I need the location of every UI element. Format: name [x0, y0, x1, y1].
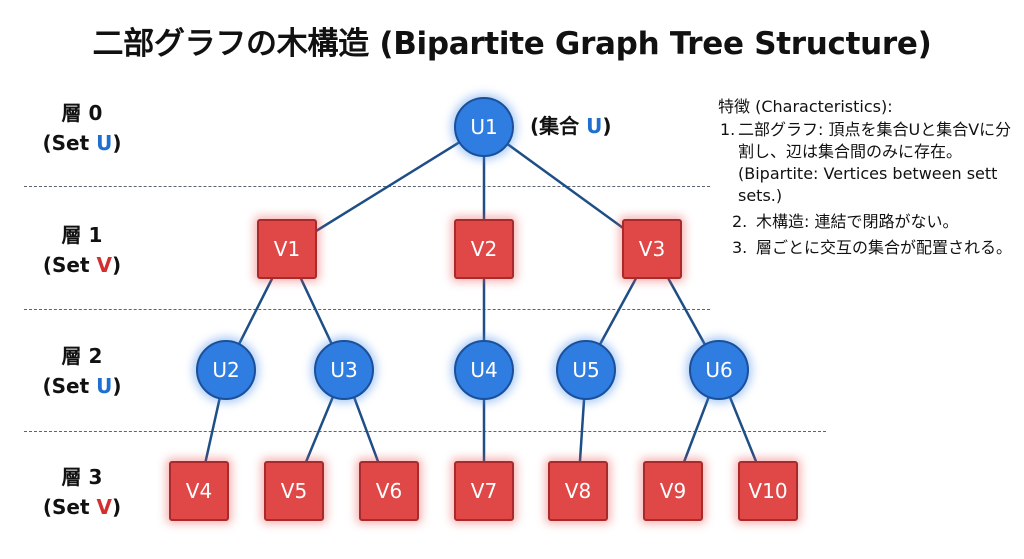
node-u4: U4 — [454, 340, 514, 400]
characteristics-heading: 特徴 (Characteristics): — [718, 97, 893, 116]
characteristics-list: 1. 二部グラフ: 頂点を集合Uと集合Vに分割し、辺は集合間のみに存在。(Bip… — [718, 119, 1018, 259]
node-u3: U3 — [314, 340, 374, 400]
node-v7: V7 — [454, 461, 514, 521]
node-u6: U6 — [689, 340, 749, 400]
characteristic-item: 2. 木構造: 連結で閉路がない。 — [718, 211, 1018, 233]
edge-u1-v1 — [285, 125, 486, 251]
layer-label-1: 層 1 (Set V) — [22, 220, 142, 280]
characteristic-text: 二部グラフ: 頂点を集合Uと集合Vに分割し、辺は集合間のみに存在。(Bipart… — [738, 120, 1012, 205]
layer-label-0: 層 0 (Set U) — [22, 98, 142, 158]
node-v6: V6 — [359, 461, 419, 521]
node-v2: V2 — [454, 219, 514, 279]
node-v8: V8 — [548, 461, 608, 521]
layer-divider — [24, 431, 826, 432]
node-v9: V9 — [643, 461, 703, 521]
characteristic-text: 層ごとに交互の集合が配置される。 — [756, 238, 1013, 257]
layer-name: 層 1 — [61, 223, 103, 247]
layer-set: (Set U) — [42, 374, 122, 398]
layer-divider — [24, 186, 710, 187]
layer-label-3: 層 3 (Set V) — [22, 462, 142, 522]
diagram-title: 二部グラフの木構造 (Bipartite Graph Tree Structur… — [92, 26, 932, 62]
layer-set: (Set U) — [42, 131, 122, 155]
layer-name: 層 2 — [61, 344, 103, 368]
root-set-note: (集合 U) — [530, 114, 612, 138]
layer-name: 層 3 — [61, 465, 103, 489]
characteristics-panel: 特徴 (Characteristics): 1. 二部グラフ: 頂点を集合Uと集… — [718, 96, 1018, 259]
layer-set: (Set V) — [42, 495, 122, 519]
layer-set: (Set V) — [42, 253, 122, 277]
layer-label-2: 層 2 (Set U) — [22, 341, 142, 401]
node-v10: V10 — [738, 461, 798, 521]
node-v4: V4 — [169, 461, 229, 521]
characteristic-item: 3. 層ごとに交互の集合が配置される。 — [718, 237, 1018, 259]
node-v3: V3 — [622, 219, 682, 279]
layer-divider — [24, 309, 710, 310]
characteristic-item: 1. 二部グラフ: 頂点を集合Uと集合Vに分割し、辺は集合間のみに存在。(Bip… — [718, 119, 1018, 207]
node-v1: V1 — [257, 219, 317, 279]
node-u1: U1 — [454, 97, 514, 157]
layer-name: 層 0 — [61, 101, 103, 125]
characteristic-text: 木構造: 連結で閉路がない。 — [756, 212, 959, 231]
node-v5: V5 — [264, 461, 324, 521]
node-u2: U2 — [196, 340, 256, 400]
node-u5: U5 — [556, 340, 616, 400]
